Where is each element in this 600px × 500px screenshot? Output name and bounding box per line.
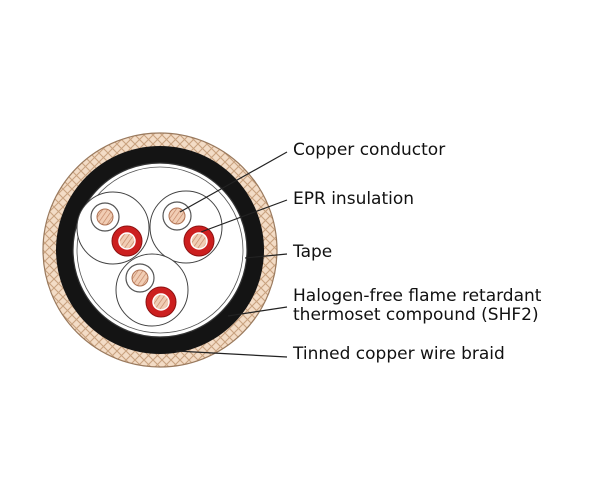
leader-line-copper-conductor bbox=[179, 151, 288, 213]
label-sheath-line1: Halogen-free flame retardant bbox=[293, 286, 542, 306]
label-copper-conductor: Copper conductor bbox=[293, 140, 446, 160]
copper-conductor bbox=[96, 208, 114, 226]
label-sheath-line2: thermoset compound (SHF2) bbox=[293, 305, 539, 325]
label-epr-insulation: EPR insulation bbox=[293, 189, 415, 209]
label-tape: Tape bbox=[293, 242, 333, 262]
leader-line-tape bbox=[244, 253, 288, 259]
leader-line-epr-insulation bbox=[200, 199, 288, 233]
twisted-pair-3 bbox=[115, 253, 189, 327]
twisted-pair-1 bbox=[76, 191, 150, 265]
copper-conductor bbox=[152, 293, 170, 311]
leader-line-sheath bbox=[227, 306, 288, 317]
leader-line-braid bbox=[175, 350, 288, 358]
label-braid: Tinned copper wire braid bbox=[293, 344, 505, 364]
label-sheath: Halogen-free flame retardant thermoset c… bbox=[293, 287, 541, 325]
copper-conductor bbox=[118, 232, 136, 250]
copper-conductor bbox=[190, 232, 208, 250]
twisted-pair-2 bbox=[149, 190, 223, 264]
copper-conductor bbox=[131, 269, 149, 287]
